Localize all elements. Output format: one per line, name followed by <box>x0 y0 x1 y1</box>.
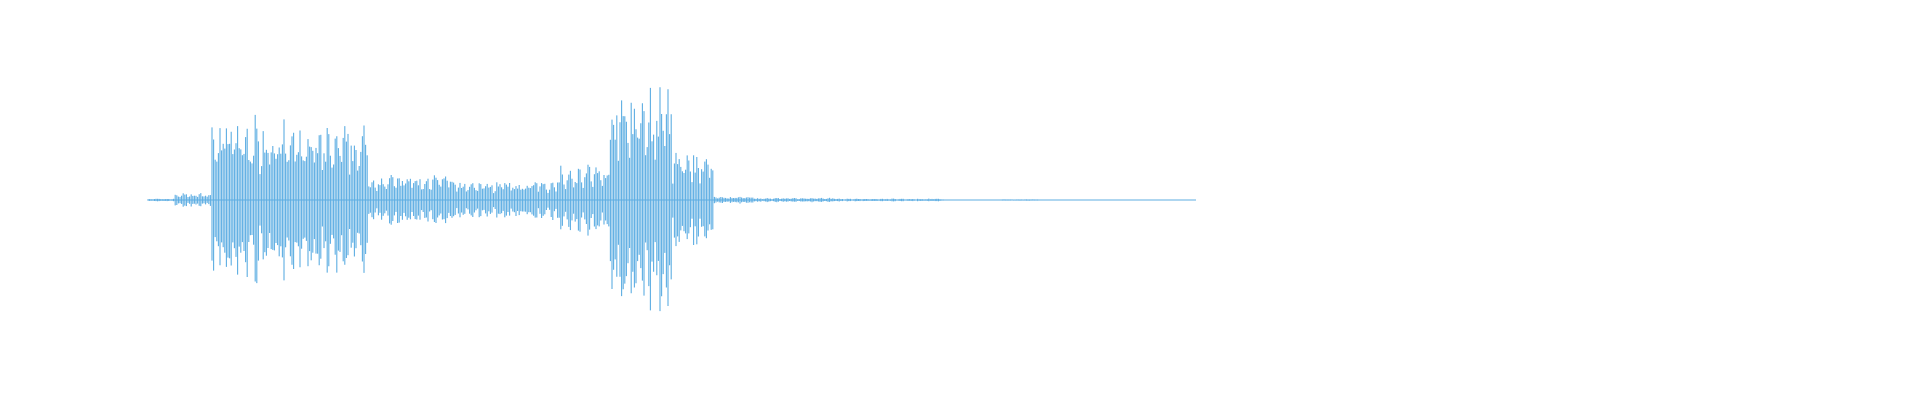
waveform-bars <box>147 87 1039 312</box>
